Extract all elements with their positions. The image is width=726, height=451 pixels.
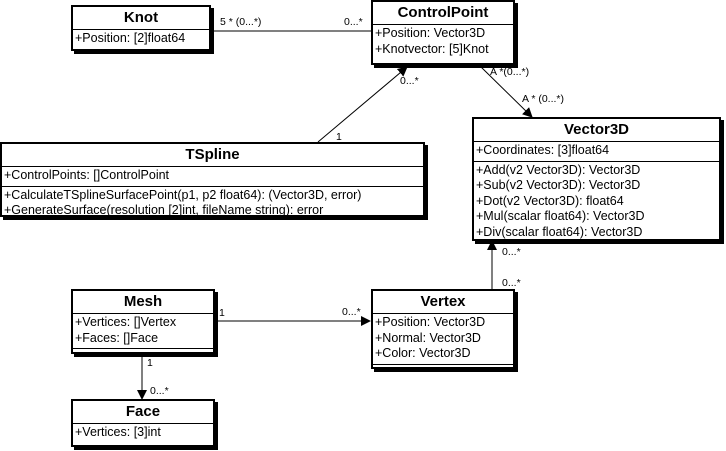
multiplicity-vector3d-vertex-end: 0...* — [502, 246, 521, 258]
attribute: +Position: Vector3D — [375, 315, 486, 329]
attribute: +Vertices: [3]int — [75, 425, 161, 439]
operation: +Sub(v2 Vector3D): Vector3D — [476, 178, 641, 192]
multiplicity-vertex-end: 0...* — [342, 306, 361, 318]
operation: +GenerateSurface(resolution [2]int, file… — [4, 203, 324, 217]
operation: +Add(v2 Vector3D): Vector3D — [476, 162, 641, 177]
class-name: Knot — [73, 7, 209, 30]
multiplicity-vertex-vector3d-source: 0...* — [502, 277, 521, 289]
attribute: +Coordinates: [3]float64 — [476, 143, 610, 157]
attribute: +Vertices: []Vertex — [75, 315, 177, 329]
class-name: Vertex — [373, 291, 513, 314]
multiplicity-controlpoint-knot-source: 0...* — [344, 16, 363, 28]
multiplicity-controlpoint-tspline-end: 0...* — [400, 75, 419, 87]
class-name: ControlPoint — [373, 2, 513, 25]
operations-section — [73, 349, 213, 358]
attributes-section: +Coordinates: [3]float64 — [474, 142, 719, 162]
attribute: +ControlPoints: []ControlPoint — [4, 168, 170, 182]
attribute: +Normal: Vector3D — [375, 330, 481, 345]
class-name: Vector3D — [474, 119, 719, 142]
attributes-section: +Position: [2]float64 — [73, 30, 209, 49]
attribute: +Color: Vector3D — [375, 346, 471, 360]
multiplicity-controlpoint-vector3d-source: A *(0...*) — [490, 66, 530, 78]
multiplicity-tspline-source: 1 — [336, 131, 342, 143]
attributes-section: +ControlPoints: []ControlPoint — [2, 167, 423, 187]
association-tspline-controlpoint — [317, 66, 408, 143]
multiplicity-vector3d-end: A * (0...*) — [522, 93, 565, 105]
class-name: TSpline — [2, 144, 423, 167]
class-name: Face — [73, 401, 213, 424]
operation: +CalculateTSplineSurfacePoint(p1, p2 flo… — [4, 187, 362, 202]
operations-section: +CalculateTSplineSurfacePoint(p1, p2 flo… — [2, 187, 423, 221]
class-knot: Knot +Position: [2]float64 — [71, 5, 211, 51]
multiplicity-mesh-vertex-source: 1 — [219, 307, 225, 319]
attribute: +Faces: []Face — [75, 330, 159, 345]
attribute: +Position: Vector3D — [375, 26, 486, 40]
multiplicity-knot-end: 5 * (0...*) — [220, 16, 262, 28]
multiplicity-face-end: 0...* — [150, 385, 169, 397]
attribute: +Knotvector: [5]Knot — [375, 41, 489, 56]
attribute: +Position: [2]float64 — [75, 31, 186, 45]
class-name: Mesh — [73, 291, 213, 314]
attributes-section: +Vertices: []Vertex +Faces: []Face — [73, 314, 213, 349]
multiplicity-mesh-face-source: 1 — [147, 357, 153, 369]
operation: +Dot(v2 Vector3D): float64 — [476, 193, 624, 208]
class-controlpoint: ControlPoint +Position: Vector3D +Knotve… — [371, 0, 515, 65]
operations-section — [373, 365, 513, 374]
attributes-section: +Position: Vector3D +Normal: Vector3D +C… — [373, 314, 513, 365]
class-mesh: Mesh +Vertices: []Vertex +Faces: []Face — [71, 289, 215, 354]
attributes-section: +Vertices: [3]int — [73, 424, 213, 443]
association-controlpoint-vector3d — [479, 65, 533, 118]
class-tspline: TSpline +ControlPoints: []ControlPoint +… — [0, 142, 425, 217]
operation: +Mul(scalar float64): Vector3D — [476, 209, 645, 223]
class-vector3d: Vector3D +Coordinates: [3]float64 +Add(v… — [472, 117, 721, 241]
attributes-section: +Position: Vector3D +Knotvector: [5]Knot — [373, 25, 513, 59]
class-face: Face +Vertices: [3]int — [71, 399, 215, 447]
operations-section: +Add(v2 Vector3D): Vector3D +Sub(v2 Vect… — [474, 162, 719, 243]
class-vertex: Vertex +Position: Vector3D +Normal: Vect… — [371, 289, 515, 369]
operation: +Div(scalar float64): Vector3D — [476, 224, 643, 239]
